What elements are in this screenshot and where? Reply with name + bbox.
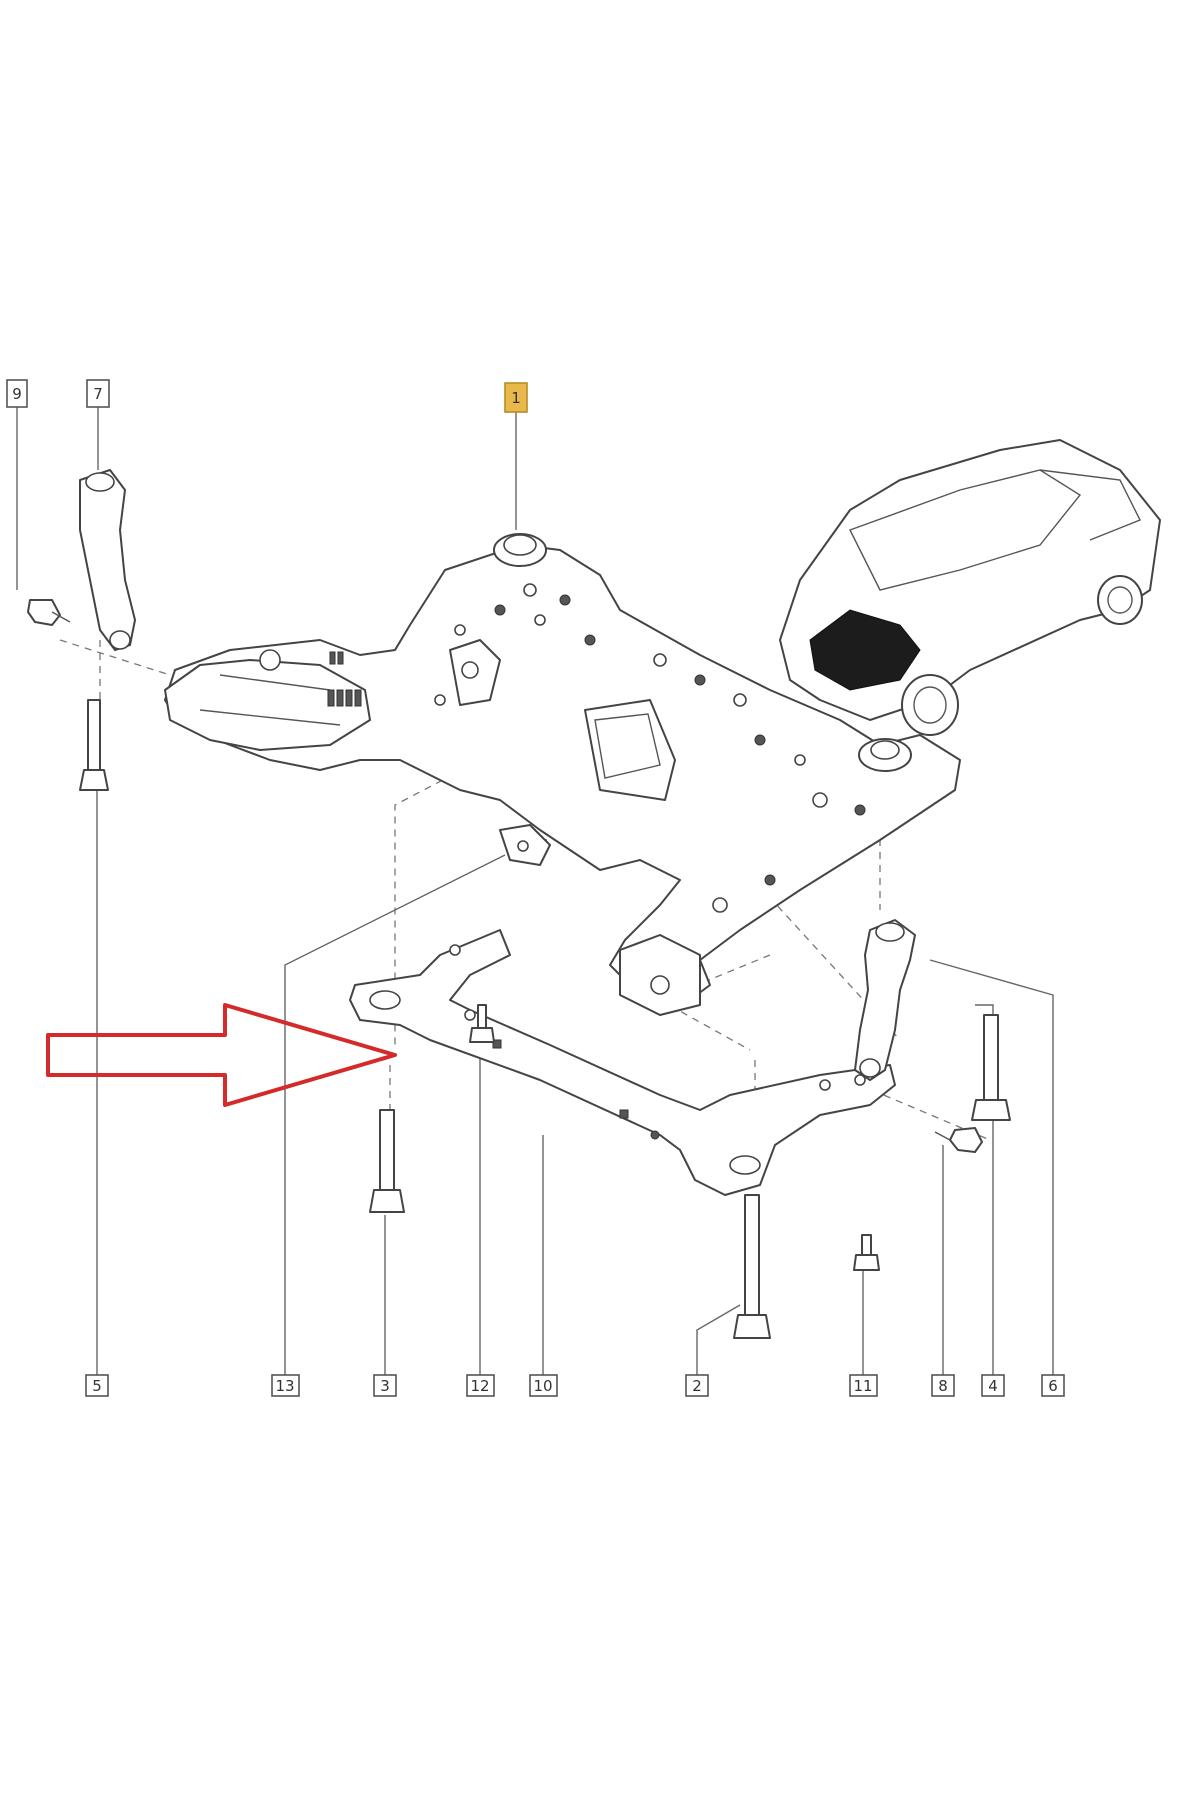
- callout-2: 2: [685, 1374, 709, 1397]
- callout-3: 3: [373, 1374, 397, 1397]
- svg-text:7: 7: [93, 385, 103, 403]
- left-link-arm: [79, 469, 136, 651]
- svg-text:13: 13: [275, 1377, 294, 1395]
- bolt-3: [369, 1109, 405, 1213]
- callout-10: 10: [529, 1374, 558, 1397]
- callout-6: 6: [1041, 1374, 1065, 1397]
- svg-text:5: 5: [92, 1377, 102, 1395]
- callout-4: 4: [981, 1374, 1005, 1397]
- svg-text:8: 8: [938, 1377, 948, 1395]
- svg-text:1: 1: [511, 389, 521, 407]
- callout-12: 12: [466, 1374, 495, 1397]
- svg-text:9: 9: [12, 385, 22, 403]
- svg-text:2: 2: [692, 1377, 702, 1395]
- callout-11: 11: [849, 1374, 878, 1397]
- car-location-inset: [779, 439, 1161, 736]
- subframe-holes: [259, 583, 866, 995]
- svg-text:3: 3: [380, 1377, 390, 1395]
- right-link-arm: [854, 919, 916, 1081]
- svg-text:12: 12: [470, 1377, 489, 1395]
- bolt-5: [79, 699, 109, 791]
- callout-8: 8: [931, 1374, 955, 1397]
- leader-lines: [16, 407, 1054, 1375]
- callout-1: 1: [504, 382, 528, 413]
- svg-text:10: 10: [533, 1377, 552, 1395]
- svg-text:11: 11: [853, 1377, 872, 1395]
- front-subframe: [164, 533, 961, 1016]
- tie-bar: [349, 929, 896, 1196]
- svg-text:4: 4: [988, 1377, 998, 1395]
- bolt-11: [853, 1234, 880, 1271]
- red-pointer-arrow: [46, 1003, 397, 1107]
- bolt-8: [934, 1127, 983, 1153]
- callout-9: 9: [6, 379, 28, 408]
- bolt-12: [469, 1004, 495, 1043]
- callout-13: 13: [271, 1374, 300, 1397]
- bolt-2: [733, 1194, 771, 1339]
- callout-5: 5: [85, 1374, 109, 1397]
- svg-text:6: 6: [1048, 1377, 1058, 1395]
- bolt-9: [27, 599, 71, 626]
- bolt-4: [971, 1014, 1011, 1121]
- callout-7: 7: [86, 379, 110, 408]
